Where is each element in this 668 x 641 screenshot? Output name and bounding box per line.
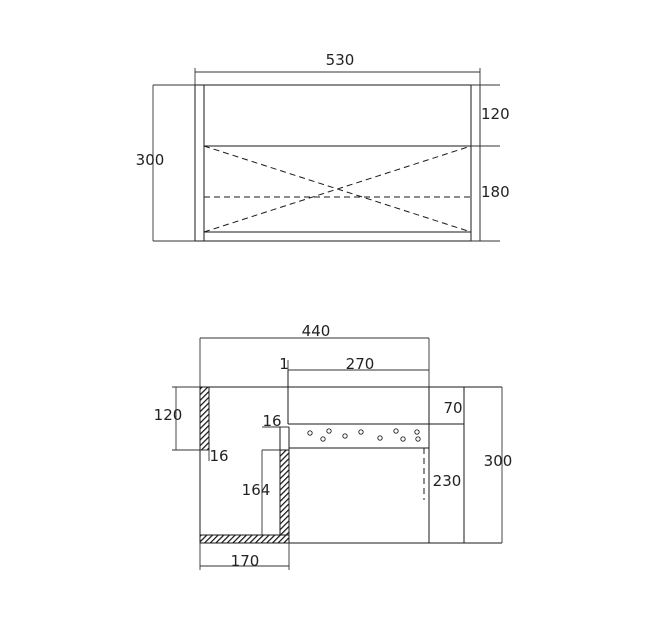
dim-230-label: 230	[433, 472, 462, 490]
dim-16-left-label: 16	[209, 447, 228, 465]
front-outer-frame	[194, 84, 481, 242]
basin-hole-3	[326, 428, 332, 434]
dim-270-label: 270	[346, 355, 375, 373]
section-base	[199, 534, 290, 544]
dim-164-label: 164	[242, 481, 271, 499]
section-left-wall	[199, 386, 210, 451]
dim-120-label: 120	[481, 105, 510, 123]
basin-hole-5	[358, 429, 364, 435]
section-inner-wall	[279, 449, 290, 536]
front-dash-diag-2	[203, 145, 472, 233]
dim-300-front-label: 300	[136, 151, 165, 169]
basin-hole-10	[415, 436, 421, 442]
section-view: 440 1 270 120 16 16 164	[154, 322, 513, 570]
dim-170-label: 170	[231, 552, 260, 570]
basin-hole-8	[400, 436, 406, 442]
dim-70-label: 70	[443, 399, 462, 417]
dim-530-label: 530	[326, 51, 355, 69]
basin-hole-2	[320, 436, 326, 442]
dim-16-inner-label: 16	[262, 412, 281, 430]
dim-180-label: 180	[481, 183, 510, 201]
basin-hole-4	[342, 433, 348, 439]
basin-hole-6	[377, 435, 383, 441]
dim-1-label: 1	[279, 355, 289, 373]
front-view: 530 300 120 180	[136, 51, 510, 242]
basin-hole-7	[393, 428, 399, 434]
dim-120-section-label: 120	[154, 406, 183, 424]
dim-440-label: 440	[302, 322, 331, 340]
dim-300-section-label: 300	[484, 452, 513, 470]
basin-hole-9	[414, 429, 420, 435]
basin-hole-1	[307, 430, 313, 436]
